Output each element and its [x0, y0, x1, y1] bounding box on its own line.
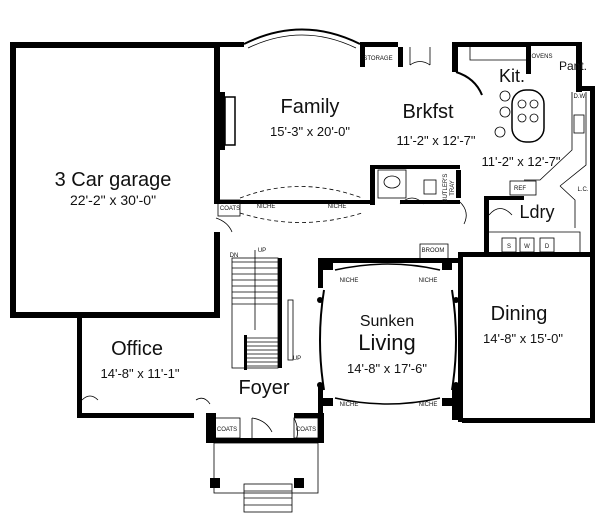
office-name: Office [111, 338, 163, 360]
label-up-top: UP [258, 248, 266, 254]
label-dryer: D [545, 244, 550, 250]
label-niche-living-bl: NICHE [340, 402, 359, 408]
brkfst-name: Brkfst [402, 101, 454, 123]
label-niche-living-tr: NICHE [419, 278, 438, 284]
dining-name: Dining [491, 303, 548, 325]
family-bay-window [243, 28, 361, 45]
powder-room [377, 169, 437, 205]
living-dim: 14'-8" x 17'-6" [347, 361, 427, 376]
dining-dim: 14'-8" x 15'-0" [483, 331, 563, 346]
pant-name: Pant. [559, 59, 587, 73]
label-broom: BROOM [422, 248, 445, 254]
fireplace [219, 92, 236, 150]
label-storage: STORAGE [363, 56, 392, 62]
kitchen-counters [469, 47, 587, 228]
living-name-2: Living [358, 330, 415, 355]
label-ref: REF [514, 186, 526, 192]
office-dim: 14'-8" x 11'-1" [101, 366, 180, 381]
label-ovens: OVENS [531, 54, 552, 60]
label-lc: L.C. [577, 187, 588, 193]
front-porch [210, 442, 319, 513]
label-butlers: BUTLER'S [443, 174, 449, 203]
foyer-name: Foyer [238, 377, 289, 399]
garage-name: 3 Car garage [55, 169, 172, 191]
family-name: Family [281, 96, 340, 118]
label-dw: D.W. [574, 94, 587, 100]
laundry-fixtures [488, 208, 581, 253]
living-room-walls [317, 262, 459, 406]
coat-closets [213, 199, 319, 439]
brkfst-doors [409, 47, 431, 66]
garage-dim: 22'-2" x 30'-0" [70, 192, 156, 208]
family-dim: 15'-3" x 20'-0" [270, 124, 350, 139]
kit-name: Kit. [499, 66, 525, 86]
label-tray: TRAY [450, 180, 456, 196]
brkfst-dim: 11'-2" x 12'-7" [397, 133, 476, 148]
label-dn: DN [230, 253, 239, 259]
label-niche-family-right: NICHE [328, 204, 347, 210]
label-coats-left: COATS [217, 427, 237, 433]
label-washer: W [524, 244, 530, 250]
label-niche-family-left: NICHE [257, 204, 276, 210]
brkfst-bay [455, 71, 483, 96]
kit-dim: 11'-2" x 12'-7" [482, 154, 561, 169]
label-up-bottom: UP [293, 356, 301, 362]
ldry-name: Ldry [519, 202, 554, 222]
kitchen-island [494, 89, 545, 143]
label-coats-right: COATS [296, 427, 316, 433]
label-sink: S [507, 244, 511, 250]
label-niche-living-tl: NICHE [340, 278, 359, 284]
exterior-walls [10, 42, 595, 443]
staircase [231, 250, 294, 370]
family-arch [239, 186, 363, 199]
broom-closet [419, 243, 449, 258]
label-niche-living-br: NICHE [419, 402, 438, 408]
living-name-1: Sunken [360, 313, 414, 330]
label-coats-upper: COATS [220, 206, 240, 212]
